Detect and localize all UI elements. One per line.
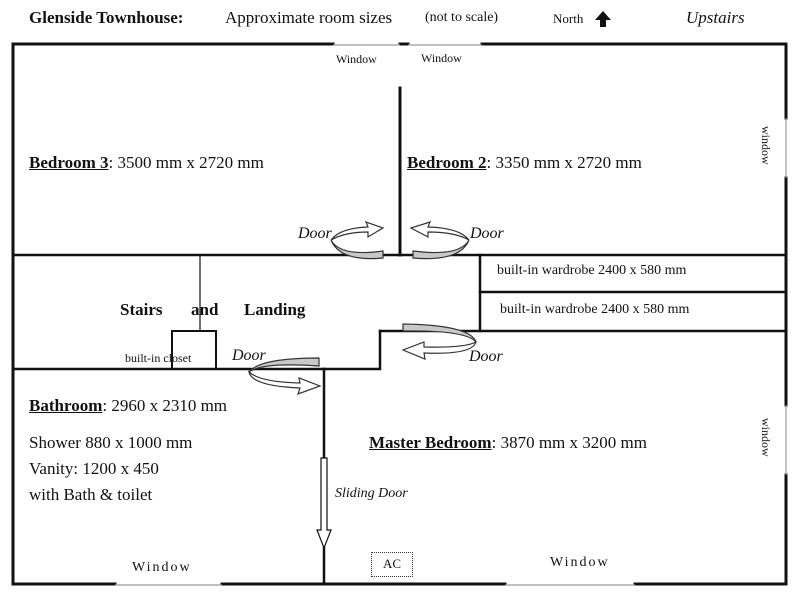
door-label-bedroom3: Door bbox=[298, 225, 332, 242]
window-label-bedroom2-east: window bbox=[759, 126, 773, 165]
landing-word-and: and bbox=[191, 300, 219, 319]
north-arrow-icon bbox=[595, 11, 611, 27]
window-label-bathroom: Window bbox=[132, 560, 192, 575]
plan-subtitle: Approximate room sizes bbox=[225, 8, 393, 27]
door-label-master: Door bbox=[469, 348, 503, 365]
door-label-bedroom2: Door bbox=[470, 225, 504, 242]
bathroom-name: Bathroom bbox=[29, 396, 103, 415]
sliding-door-label: Sliding Door bbox=[335, 486, 408, 501]
door-arrow-master bbox=[401, 340, 478, 360]
closet-box bbox=[171, 330, 217, 370]
plan-subtitle-note: (not to scale) bbox=[425, 10, 499, 25]
bedroom2-label: Bedroom 2: 3350 mm x 2720 mm bbox=[407, 154, 642, 171]
bedroom2-size: : 3350 mm x 2720 mm bbox=[486, 153, 642, 172]
door-swing-master bbox=[402, 323, 477, 343]
wardrobe1-label: built-in wardrobe 2400 x 580 mm bbox=[497, 263, 687, 278]
wall-landing-step bbox=[323, 329, 382, 371]
north-label: North bbox=[553, 11, 584, 26]
bathroom-detail-extras: with Bath & toilet bbox=[29, 485, 153, 504]
door-arrow-bedroom3 bbox=[330, 220, 385, 241]
bedroom3-name: Bedroom 3 bbox=[29, 153, 109, 172]
bathroom-detail-shower: Shower 880 x 1000 mm bbox=[29, 433, 193, 452]
master-name: Master Bedroom bbox=[369, 433, 492, 452]
window-label-bedroom3: Window bbox=[336, 52, 377, 66]
window-label-bedroom2: Window bbox=[421, 51, 462, 65]
sliding-door-arrow bbox=[316, 457, 332, 550]
landing-word-stairs: Stairs bbox=[120, 300, 163, 319]
door-label-bathroom: Door bbox=[232, 347, 266, 364]
bathroom-size: : 2960 x 2310 mm bbox=[102, 396, 228, 415]
window-label-master-east: window bbox=[759, 418, 773, 457]
window-label-master: Window bbox=[550, 555, 610, 570]
bedroom3-label: Bedroom 3: 3500 mm x 2720 mm bbox=[29, 154, 264, 171]
door-arrow-bedroom2 bbox=[409, 221, 470, 241]
plan-title: Glenside Townhouse: bbox=[29, 8, 184, 27]
bedroom2-name: Bedroom 2 bbox=[407, 153, 487, 172]
landing-word-landing: Landing bbox=[244, 300, 306, 319]
master-size: : 3870 mm x 3200 mm bbox=[491, 433, 647, 452]
door-arrow-bathroom bbox=[248, 370, 322, 395]
closet-label: built-in closet bbox=[125, 351, 192, 365]
ac-unit: AC bbox=[371, 552, 413, 577]
wardrobe2-label: built-in wardrobe 2400 x 580 mm bbox=[500, 302, 690, 317]
master-label: Master Bedroom: 3870 mm x 3200 mm bbox=[369, 434, 647, 451]
bathroom-detail-vanity: Vanity: 1200 x 450 bbox=[29, 459, 159, 478]
bedroom3-size: : 3500 mm x 2720 mm bbox=[108, 153, 264, 172]
bathroom-label: Bathroom: 2960 x 2310 mm bbox=[29, 397, 227, 414]
level-label: Upstairs bbox=[686, 8, 745, 27]
